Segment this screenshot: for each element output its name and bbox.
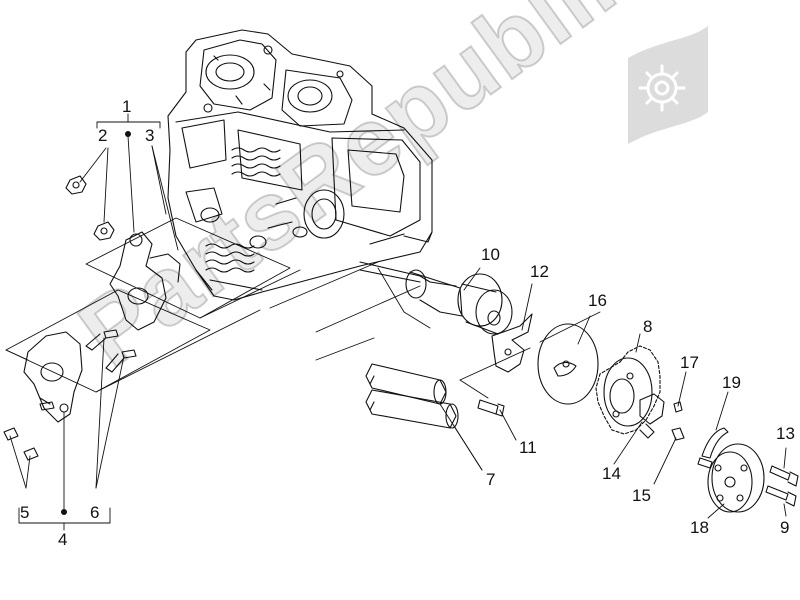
label-part-15: 15 [632,486,651,505]
label-part-1: 1 [122,97,132,116]
bolts-13-9 [765,465,799,507]
label-part-2: 2 [98,126,108,145]
leader-lines [5,113,787,531]
label-part-6: 6 [90,503,100,522]
disk-16 [537,323,599,405]
label-part-7: 7 [486,470,496,489]
rocker-fasteners [3,175,137,461]
rocker-arm-upper [109,231,181,331]
label-part-8: 8 [643,317,653,336]
label-part-3: 3 [145,126,155,145]
reference-dots [61,131,131,515]
watermark-logo-icon [628,26,708,144]
decompressor-plate [491,313,533,373]
label-part-13: 13 [776,424,795,443]
label-part-19: 19 [722,373,741,392]
label-part-4: 4 [58,530,68,549]
pins-7 [365,363,459,429]
label-part-16: 16 [588,291,607,310]
label-part-12: 12 [530,262,549,281]
label-part-17: 17 [680,353,699,372]
pulley-18 [707,443,765,513]
camshaft [359,261,513,335]
label-part-10: 10 [481,245,500,264]
sprocket-8 [595,345,661,435]
label-part-14: 14 [602,464,621,483]
label-part-9: 9 [780,518,790,537]
bolt-11 [477,399,505,417]
small-parts-14-15-17 [639,393,685,441]
label-part-18: 18 [690,518,709,537]
label-part-5: 5 [20,503,30,522]
label-part-11: 11 [519,438,537,457]
cylinder-head [167,29,433,301]
